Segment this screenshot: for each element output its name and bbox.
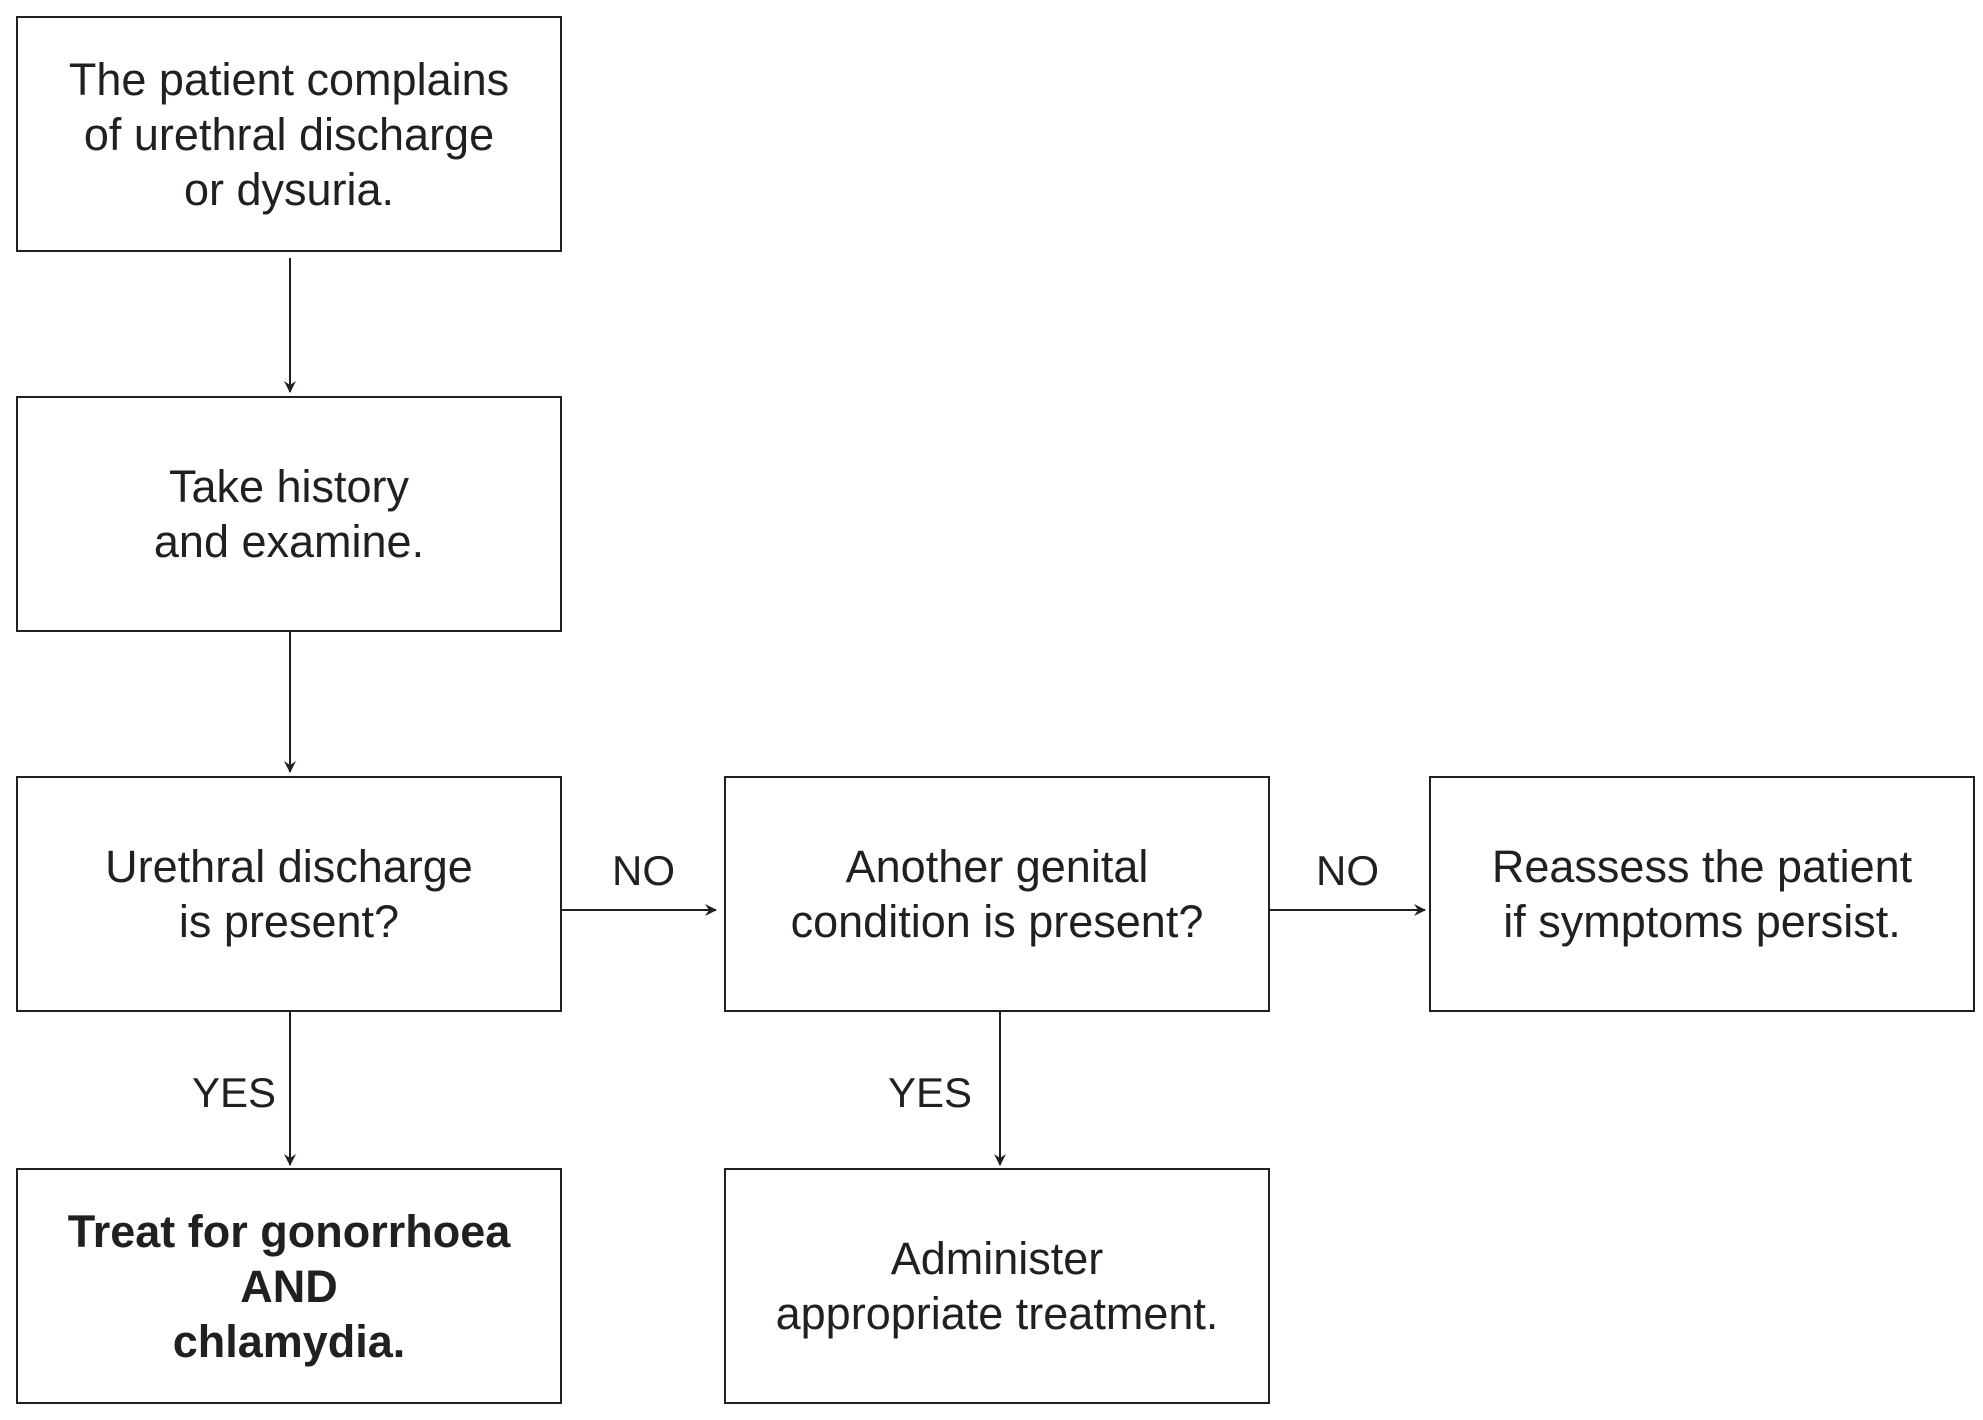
node-reassess-patient: Reassess the patient if symptoms persist… — [1429, 776, 1975, 1012]
edge-label-other-yes: YES — [888, 1069, 973, 1116]
node-other-condition-question-text: Another genital condition is present? — [790, 841, 1204, 947]
node-administer-treatment: Administer appropriate treatment. — [724, 1168, 1270, 1404]
node-take-history-text: Take history and examine. — [153, 461, 425, 567]
node-patient-complaint-text: The patient complains of urethral discha… — [68, 53, 510, 215]
node-take-history: Take history and examine. — [16, 396, 562, 632]
node-urethral-discharge-question: Urethral discharge is present? — [16, 776, 562, 1012]
node-urethral-discharge-question-text: Urethral discharge is present? — [105, 841, 473, 947]
node-patient-complaint: The patient complains of urethral discha… — [16, 16, 562, 252]
node-treat-gonorrhoea-chlamydia: Treat for gonorrhoea AND chlamydia. — [16, 1168, 562, 1404]
edge-label-discharge-yes: YES — [192, 1069, 277, 1116]
node-reassess-patient-text: Reassess the patient if symptoms persist… — [1491, 841, 1913, 947]
edge-label-other-no: NO — [1316, 847, 1379, 894]
node-administer-treatment-text: Administer appropriate treatment. — [775, 1233, 1219, 1339]
node-treat-gonorrhoea-chlamydia-text: Treat for gonorrhoea AND chlamydia. — [67, 1205, 511, 1367]
node-other-condition-question: Another genital condition is present? — [724, 776, 1270, 1012]
edge-label-discharge-no: NO — [612, 847, 675, 894]
